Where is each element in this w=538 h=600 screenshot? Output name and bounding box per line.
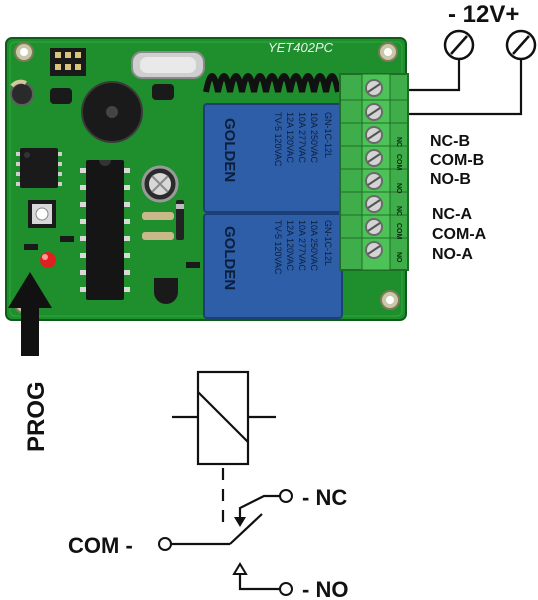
terminal-label-no-a: NO xyxy=(395,252,402,263)
relay-a-spec-4: TV-5 120VAC xyxy=(273,220,283,275)
terminal-screw xyxy=(365,195,383,213)
relay-a-spec-3: 12A 120VAC xyxy=(285,220,295,271)
transistor xyxy=(152,84,174,100)
power-terminal-positive xyxy=(505,29,537,61)
mounting-hole xyxy=(380,290,400,310)
terminal-screw xyxy=(365,149,383,167)
status-led xyxy=(40,252,56,268)
diode xyxy=(176,200,184,240)
label-com-a: COM-A xyxy=(432,226,487,243)
relay-b-spec-3: 12A 120VAC xyxy=(285,112,295,163)
prog-arrow xyxy=(8,272,52,356)
terminal-label-nc-a: NC xyxy=(395,206,402,216)
relay-coil-symbol xyxy=(172,370,276,466)
transistor xyxy=(50,88,72,104)
terminal-label-nc-b: NC xyxy=(395,137,402,147)
terminal-screw xyxy=(365,241,383,259)
relay-b-brand: GOLDEN xyxy=(221,118,238,182)
antenna-coil xyxy=(203,73,341,93)
terminal-screw xyxy=(365,103,383,121)
relay-a: GN-1C-12L 10A 250VAC 10A 277VAC 12A 120V… xyxy=(203,213,343,319)
resistor xyxy=(142,232,174,240)
label-nc-b: NC-B xyxy=(430,133,470,150)
small-ic xyxy=(16,148,62,188)
resistor xyxy=(142,212,174,220)
terminal-screw xyxy=(365,79,383,97)
board-model-label: YET402PC xyxy=(268,40,334,55)
terminal-screw xyxy=(365,218,383,236)
smd-resistor xyxy=(186,262,200,268)
terminal-label-com-b: COM xyxy=(395,154,402,171)
label-nc-a: NC-A xyxy=(432,206,472,223)
buzzer xyxy=(81,81,143,143)
terminal-label-no-b: NO xyxy=(395,183,402,194)
mounting-hole xyxy=(14,42,34,62)
terminal-label-com-a: COM xyxy=(395,223,402,240)
relay-b-spec-2: 10A 277VAC xyxy=(297,112,307,163)
relay-b: GN-1C-12L 10A 250VAC 10A 277VAC 12A 120V… xyxy=(203,103,343,213)
pin-header xyxy=(50,48,86,76)
label-no-b: NO-B xyxy=(430,171,471,188)
mounting-hole xyxy=(378,42,398,62)
pcb-board: YET402PC xyxy=(5,37,409,321)
relay-b-spec-1: 10A 250VAC xyxy=(309,112,319,163)
relay-b-part: GN-1C-12L xyxy=(323,112,333,158)
crystal-oscillator xyxy=(131,51,205,79)
relay-a-spec-2: 10A 277VAC xyxy=(297,220,307,271)
label-com-b: COM-B xyxy=(430,152,484,169)
schematic-no-label: - NO xyxy=(302,577,348,600)
smd-resistor xyxy=(24,244,38,250)
relay-a-spec-1: 10A 250VAC xyxy=(309,220,319,271)
wire-positive xyxy=(378,59,523,116)
capacitor xyxy=(10,79,34,106)
relay-b-spec-4: TV-5 120VAC xyxy=(273,112,283,167)
main-ic xyxy=(80,160,130,300)
switch-contacts xyxy=(158,489,293,596)
transistor xyxy=(154,278,178,304)
power-label: - 12V+ xyxy=(448,1,519,28)
schematic-nc-label: - NC xyxy=(302,485,347,510)
label-no-a: NO-A xyxy=(432,246,473,263)
relay-a-brand: GOLDEN xyxy=(221,226,238,290)
program-button[interactable] xyxy=(28,200,56,228)
terminal-screw xyxy=(365,172,383,190)
prog-label: PROG xyxy=(23,381,50,452)
terminal-screw xyxy=(365,126,383,144)
power-terminal-negative xyxy=(443,29,475,61)
schematic-com-label: COM - xyxy=(68,533,133,558)
smd-resistor xyxy=(60,236,74,242)
capacitor xyxy=(141,165,179,203)
relay-a-part: GN-1C-12L xyxy=(323,220,333,266)
